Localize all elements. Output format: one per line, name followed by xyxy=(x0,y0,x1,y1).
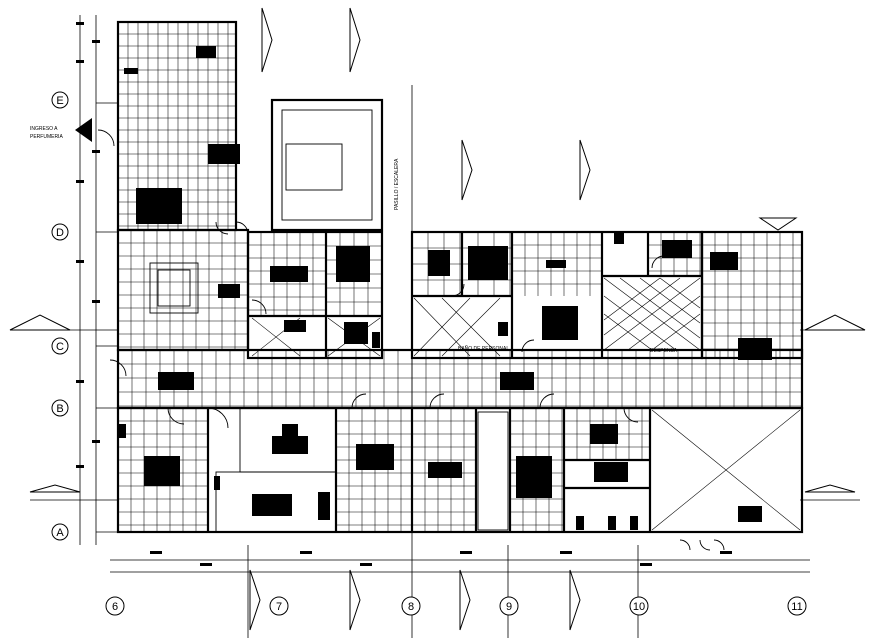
vertical-label: PASILLO / ESCALERA xyxy=(394,158,400,210)
column-axis-label: 9 xyxy=(506,601,512,613)
row-axis-label: A xyxy=(56,527,64,539)
column-axis-label: 10 xyxy=(633,601,645,613)
column-axis-label: 11 xyxy=(791,601,802,613)
walls xyxy=(116,20,804,534)
column-axis-label: 8 xyxy=(408,601,414,613)
entry-note-line-2: PERFUMERIA xyxy=(30,134,63,140)
kitchen-label: BAÑO DE PERSONAL xyxy=(458,345,509,352)
entry-note-line-1: INGRESO A xyxy=(30,126,58,132)
column-axis-markers: 6 7 8 9 10 11 xyxy=(105,596,807,616)
row-axis-markers: E D C B A xyxy=(51,91,69,541)
equipment-blocks xyxy=(118,46,772,530)
right-label: DESPENSA xyxy=(650,348,678,354)
row-axis-label: B xyxy=(56,403,63,415)
column-axis-label: 6 xyxy=(112,601,118,613)
diagonal-tiles xyxy=(251,277,801,531)
column-axis-label: 7 xyxy=(276,601,282,613)
dimension-lines xyxy=(10,15,860,638)
row-axis-label: D xyxy=(56,227,64,239)
door-swings xyxy=(97,129,725,551)
row-axis-label: C xyxy=(56,341,64,353)
section-markers xyxy=(9,7,866,631)
row-axis-label: E xyxy=(56,95,63,107)
